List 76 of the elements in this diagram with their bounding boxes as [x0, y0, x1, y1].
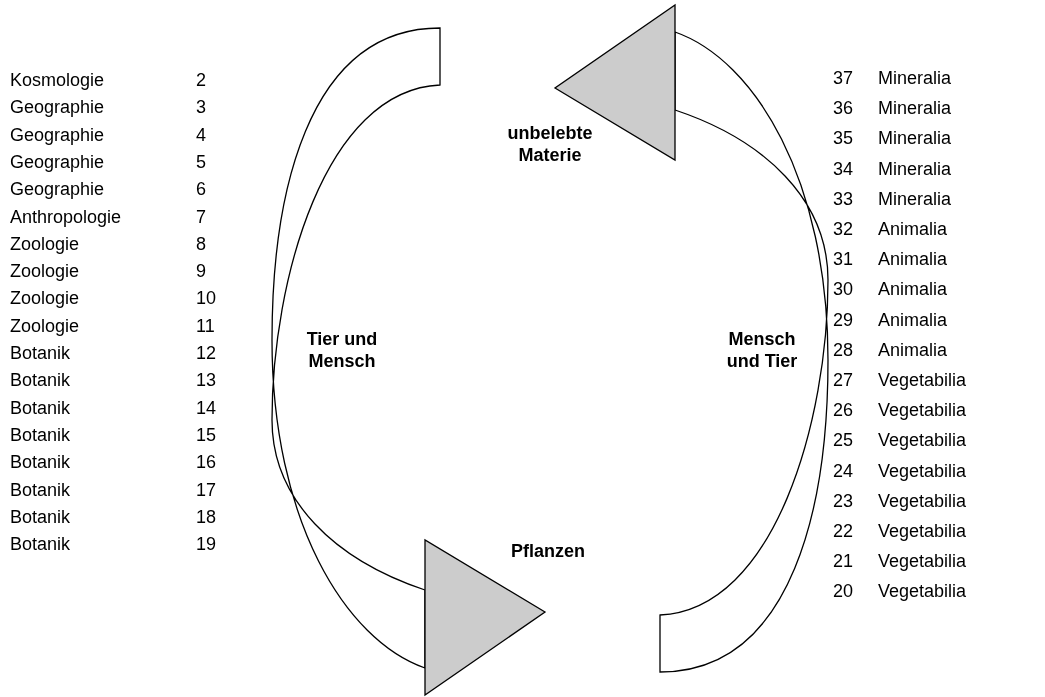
list-number: 9 [196, 260, 206, 283]
subject-label: Zoologie [10, 232, 80, 255]
subject-label: Botanik [10, 505, 71, 528]
list-number: 7 [196, 205, 206, 228]
subject-label: Botanik [10, 533, 71, 556]
list-number: 20 [833, 580, 854, 603]
kingdom-label: Animalia [878, 248, 948, 271]
kingdom-label: Animalia [878, 338, 948, 361]
subject-label: Botanik [10, 396, 71, 419]
list-number: 36 [833, 97, 854, 120]
list-number: 31 [833, 248, 854, 271]
list-number: 17 [196, 478, 217, 501]
list-number: 27 [833, 369, 854, 391]
kingdom-label: Vegetabilia [878, 429, 967, 452]
list-number: 10 [196, 287, 217, 310]
list-number: 16 [196, 451, 217, 474]
kingdom-label: Vegetabilia [878, 550, 967, 573]
subject-label: Botanik [10, 451, 71, 474]
list-number: 19 [196, 533, 217, 556]
list-number: 14 [196, 396, 217, 419]
kingdom-label: Vegetabilia [878, 489, 967, 512]
subject-label: Anthropologie [10, 205, 122, 228]
subject-label: Kosmologie [10, 69, 105, 91]
list-number: 24 [833, 459, 854, 482]
kingdom-label: Animalia [878, 218, 948, 240]
subject-label: Geographie [10, 96, 105, 119]
list-number: 11 [196, 314, 215, 337]
list-number: 5 [196, 150, 206, 173]
kingdom-label: Mineralia [878, 157, 952, 180]
kingdom-label: Mineralia [878, 187, 952, 210]
list-number: 22 [833, 520, 854, 542]
subject-label: Zoologie [10, 260, 80, 283]
list-number: 34 [833, 157, 854, 180]
list-number: 4 [196, 123, 206, 146]
list-number: 23 [833, 489, 854, 512]
cycle-stage-label: Tier und Mensch [305, 328, 379, 372]
kingdom-label: Animalia [878, 308, 948, 331]
kingdom-label: Vegetabilia [878, 399, 967, 422]
subject-label: Geographie [10, 178, 105, 201]
list-number: 6 [196, 178, 206, 201]
subject-label: Botanik [10, 342, 71, 364]
list-number: 35 [833, 127, 854, 150]
list-number: 3 [196, 96, 206, 119]
kingdom-label: Vegetabilia [878, 580, 967, 603]
list-number: 37 [833, 67, 854, 89]
kingdom-label: Animalia [878, 278, 948, 301]
list-number: 18 [196, 505, 217, 528]
list-number: 29 [833, 308, 854, 331]
kingdom-label: Vegetabilia [878, 459, 967, 482]
list-number: 12 [196, 342, 217, 364]
list-number: 8 [196, 232, 206, 255]
kingdom-label: Mineralia [878, 127, 952, 150]
list-number: 26 [833, 399, 854, 422]
subject-label: Zoologie [10, 314, 80, 337]
list-number: 28 [833, 338, 854, 361]
subject-label: Botanik [10, 478, 71, 501]
cycle-stage-label: Pflanzen [510, 540, 586, 562]
list-number: 15 [196, 423, 217, 446]
list-number: 21 [833, 550, 854, 573]
subject-label: Botanik [10, 369, 71, 392]
kingdom-label: Mineralia [878, 67, 952, 89]
list-number: 33 [833, 187, 854, 210]
subject-label: Botanik [10, 423, 71, 446]
cycle-stage-label: Mensch und Tier [725, 328, 799, 372]
list-number: 13 [196, 369, 217, 392]
list-number: 2 [196, 69, 206, 91]
kingdom-label: Vegetabilia [878, 520, 967, 542]
kingdom-label: Mineralia [878, 97, 952, 120]
subject-label: Geographie [10, 150, 105, 173]
subject-label: Zoologie [10, 287, 80, 310]
kingdom-label: Vegetabilia [878, 369, 967, 391]
cycle-stage-label: unbelebte Materie [506, 122, 594, 166]
list-number: 25 [833, 429, 854, 452]
list-number: 32 [833, 218, 854, 240]
list-number: 30 [833, 278, 854, 301]
subject-label: Geographie [10, 123, 105, 146]
